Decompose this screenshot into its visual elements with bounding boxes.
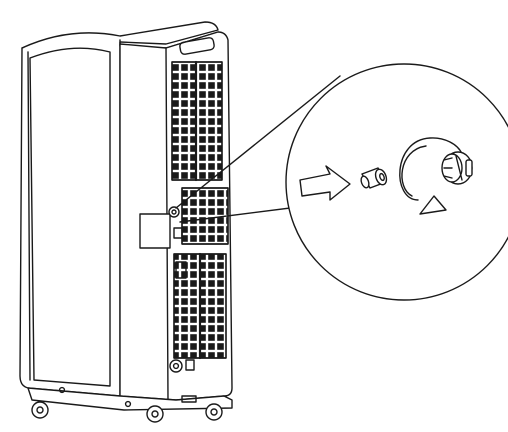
top-lid: [21, 21, 219, 49]
magnifier-lines: [175, 75, 341, 223]
drain-cap-icon: [441, 151, 473, 185]
rotation-arrow-icon: [399, 137, 463, 215]
side-panel: [19, 34, 121, 397]
drain-plug-icon: [360, 167, 388, 189]
magnifier-callout: [285, 63, 508, 301]
carry-handle: [179, 37, 215, 55]
middle-grille: [181, 187, 229, 245]
connector-box: [139, 213, 171, 249]
side-panel-inner: [29, 47, 111, 387]
caster-wheels: [31, 401, 223, 423]
drain-outlet: [168, 206, 180, 218]
ac-unit: [19, 21, 233, 423]
base: [27, 387, 233, 411]
lower-drain-port: [169, 359, 183, 373]
direction-arrow-icon: [299, 165, 351, 201]
